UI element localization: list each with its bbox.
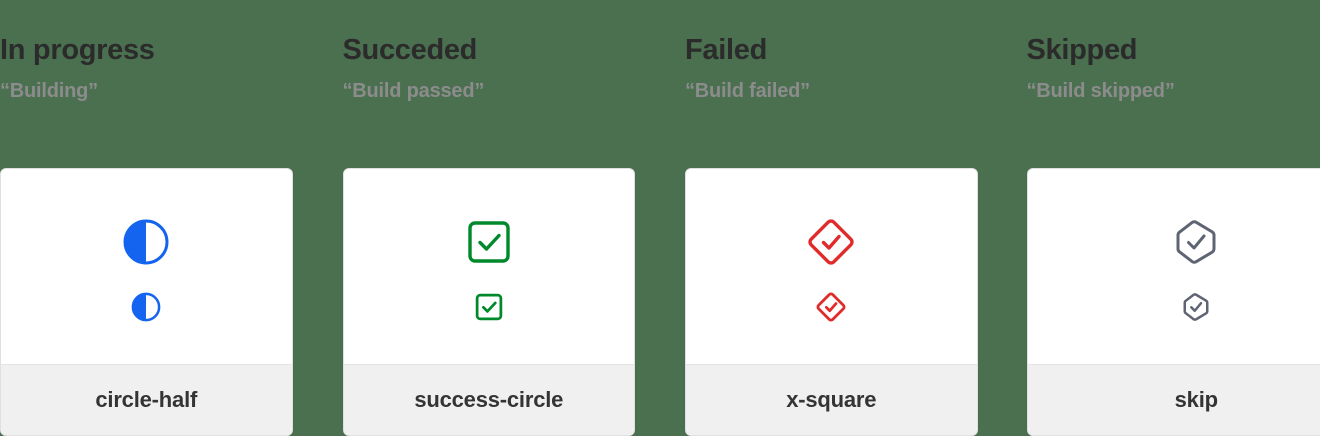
icon-name-label: x-square xyxy=(786,387,877,412)
column-subtitle: “Building” xyxy=(0,80,98,102)
icon-card-footer: circle-half xyxy=(1,364,292,435)
icon-card-x-square[interactable]: x-square xyxy=(685,168,978,436)
icon-name-label: skip xyxy=(1174,387,1218,412)
skip-icon xyxy=(1172,218,1220,266)
column-title: In progress xyxy=(0,34,155,66)
success-circle-icon-small xyxy=(474,292,504,322)
success-circle-icon xyxy=(465,218,513,266)
icon-card-skip[interactable]: skip xyxy=(1026,168,1320,436)
column-header-failed: Failed “Build failed” xyxy=(685,0,978,168)
column-title: Skipped xyxy=(1026,34,1138,66)
skip-icon-small xyxy=(1181,292,1211,322)
icon-card-body xyxy=(1,169,292,364)
x-square-icon xyxy=(807,218,855,266)
circle-half-icon-small xyxy=(131,292,161,322)
column-subtitle: “Build skipped” xyxy=(1026,80,1175,102)
status-column-skipped: Skipped “Build skipped” xyxy=(1025,0,1320,436)
icon-name-label: circle-half xyxy=(95,387,198,412)
icon-card-body xyxy=(1028,169,1320,364)
icon-card-footer: success-circle xyxy=(343,364,634,435)
icon-card-circle-half[interactable]: circle-half xyxy=(0,168,293,436)
icon-card-footer: x-square xyxy=(686,364,977,435)
icon-card-footer: skip xyxy=(1027,364,1320,435)
column-header-skipped: Skipped “Build skipped” xyxy=(1027,0,1320,168)
circle-half-icon xyxy=(122,218,170,266)
column-title: Succeded xyxy=(342,34,478,66)
column-subtitle: “Build failed” xyxy=(685,80,810,102)
column-subtitle: “Build passed” xyxy=(342,80,485,102)
status-column-in-progress: In progress “Building” xyxy=(0,0,342,436)
icon-card-success-circle[interactable]: success-circle xyxy=(342,168,635,436)
column-header-in-progress: In progress “Building” xyxy=(0,0,293,168)
icon-name-label: success-circle xyxy=(414,387,564,412)
column-title: Failed xyxy=(685,34,767,66)
status-column-failed: Failed “Build failed” xyxy=(683,0,1025,436)
icon-card-body xyxy=(344,169,635,364)
column-header-succeded: Succeded “Build passed” xyxy=(343,0,636,168)
icon-card-body xyxy=(686,169,977,364)
x-square-icon-small xyxy=(816,292,846,322)
status-column-succeded: Succeded “Build passed” xyxy=(342,0,684,436)
